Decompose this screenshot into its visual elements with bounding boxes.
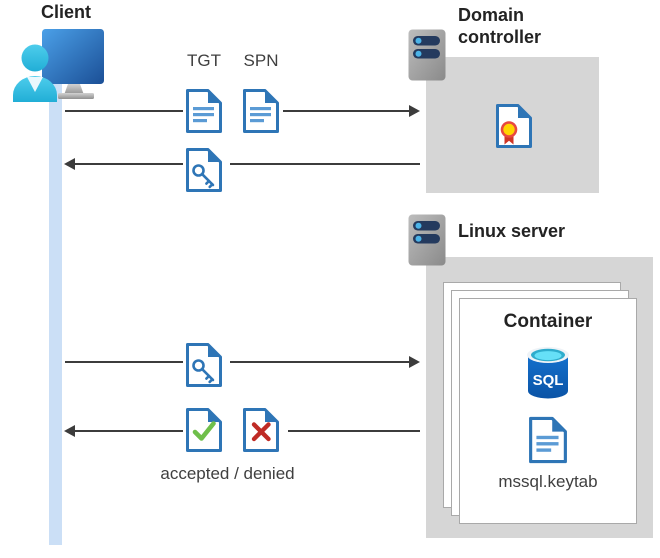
linux-server-icon (407, 213, 447, 267)
result-label: accepted / denied (160, 464, 295, 483)
service-ticket-key-document-icon (185, 147, 223, 193)
arrow-line (288, 430, 420, 432)
arrow-line (75, 163, 183, 165)
service-ticket-key-document-icon (185, 342, 223, 388)
keytab-document-icon (528, 415, 568, 465)
tgt-label: TGT (187, 51, 221, 70)
sql-database-icon: SQL (527, 347, 569, 399)
arrow-line (65, 361, 183, 363)
arrow-right-icon (409, 105, 420, 117)
container-label: Container (503, 311, 593, 332)
arrow-line (75, 430, 183, 432)
sql-badge-text: SQL (533, 372, 564, 389)
certificate-icon (495, 101, 533, 151)
accepted-document-icon (185, 407, 223, 453)
arrow-right-icon (409, 356, 420, 368)
tgt-document-icon (185, 88, 223, 134)
linux-server-label: Linux server (458, 221, 566, 241)
arrow-left-icon (64, 425, 75, 437)
client-lifeline (49, 68, 62, 545)
domain-controller-server-icon (407, 28, 447, 82)
arrow-line (230, 361, 409, 363)
spn-document-icon (242, 88, 280, 134)
container-card: Container SQL mssql.keytab (459, 298, 637, 524)
domain-controller-label: Domain controller (458, 5, 542, 47)
denied-document-icon (242, 407, 280, 453)
client-icon (13, 29, 104, 102)
arrow-line (230, 163, 420, 165)
client-label: Client (40, 2, 91, 22)
arrow-left-icon (64, 158, 75, 170)
spn-label: SPN (243, 51, 279, 70)
arrow-line (65, 110, 183, 112)
arrow-line (283, 110, 409, 112)
keytab-label: mssql.keytab (498, 472, 598, 491)
